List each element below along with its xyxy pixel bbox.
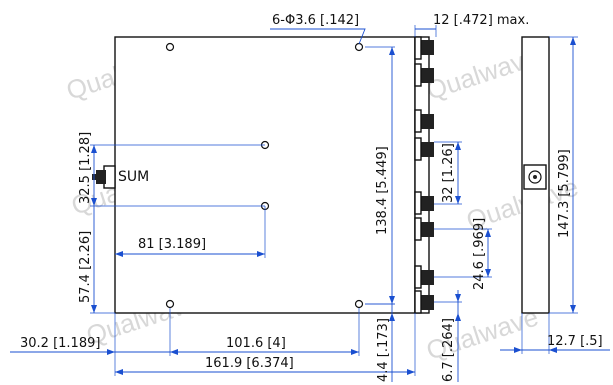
sum-connector-pin [92,174,98,180]
connector-flange [414,217,422,241]
connector-strip [414,36,430,314]
arrow [485,269,491,277]
dim-32-5-label: 32.5 [1.28] [78,132,93,204]
dim-81-label: 81 [3.189] [138,237,206,252]
arrow [455,142,461,150]
body-front-view [114,36,416,314]
arrow [107,349,115,355]
connector-flange [414,36,422,60]
output-connector [420,142,434,157]
sum-connector-body [96,170,106,184]
output-connector [420,40,434,55]
output-connector [420,270,434,285]
arrow [549,347,557,353]
arrow [351,349,359,355]
arrow [455,196,461,204]
output-connector [420,222,434,237]
arrow [91,305,97,313]
sum-label: SUM [118,169,149,185]
arrow [389,47,395,55]
connector-flange [414,191,422,215]
connector-flange [414,265,422,289]
output-connector [420,295,434,310]
output-connector [420,114,434,129]
dim-4-4-label: 4.4 [.173] [376,318,391,382]
connector-flange [414,137,422,161]
arrow [115,251,123,257]
dim-101-6-label: 101.6 [4] [226,336,286,351]
arrow [257,251,265,257]
arrow [407,369,415,375]
dim-30-2-label: 30.2 [1.189] [20,336,100,351]
arrow [115,369,123,375]
dim-161-9-label: 161.9 [6.374] [205,356,294,371]
dim-6-7-label: 6.7 [.264] [441,318,456,382]
output-connector [420,196,434,211]
arrow [389,313,395,321]
connector-flange [414,290,422,314]
hole-spec-label: 6-Φ3.6 [.142] [272,13,359,28]
dim-32-label: 32 [1.26] [441,143,456,203]
arrow [485,229,491,237]
output-connectors [414,36,434,314]
mounting-hole [354,299,364,309]
mounting-hole [354,42,364,52]
dim-147-label: 147.3 [5.799] [557,149,572,238]
depth-max-label: 12 [.472] max. [433,13,529,28]
arrow [455,313,461,321]
output-connector [420,68,434,83]
mounting-hole [165,299,175,309]
side-sum-pin [533,175,537,179]
connector-flange [414,109,422,133]
arrow [570,37,576,45]
arrow [455,294,461,302]
dim-24-6-label: 24.6 [.969] [472,218,487,290]
sum-connector [92,165,116,189]
arrow [514,347,522,353]
arrow [91,198,97,206]
connector-flange [414,63,422,87]
arrow [570,305,576,313]
dim-57-4-label: 57.4 [2.26] [78,231,93,303]
arrow [91,145,97,153]
dim-12-7-label: 12.7 [.5] [547,334,603,349]
dim-138-label: 138.4 [5.449] [375,146,390,235]
arrow [389,296,395,304]
mounting-hole [165,42,175,52]
hole-spec-leader [270,28,366,45]
